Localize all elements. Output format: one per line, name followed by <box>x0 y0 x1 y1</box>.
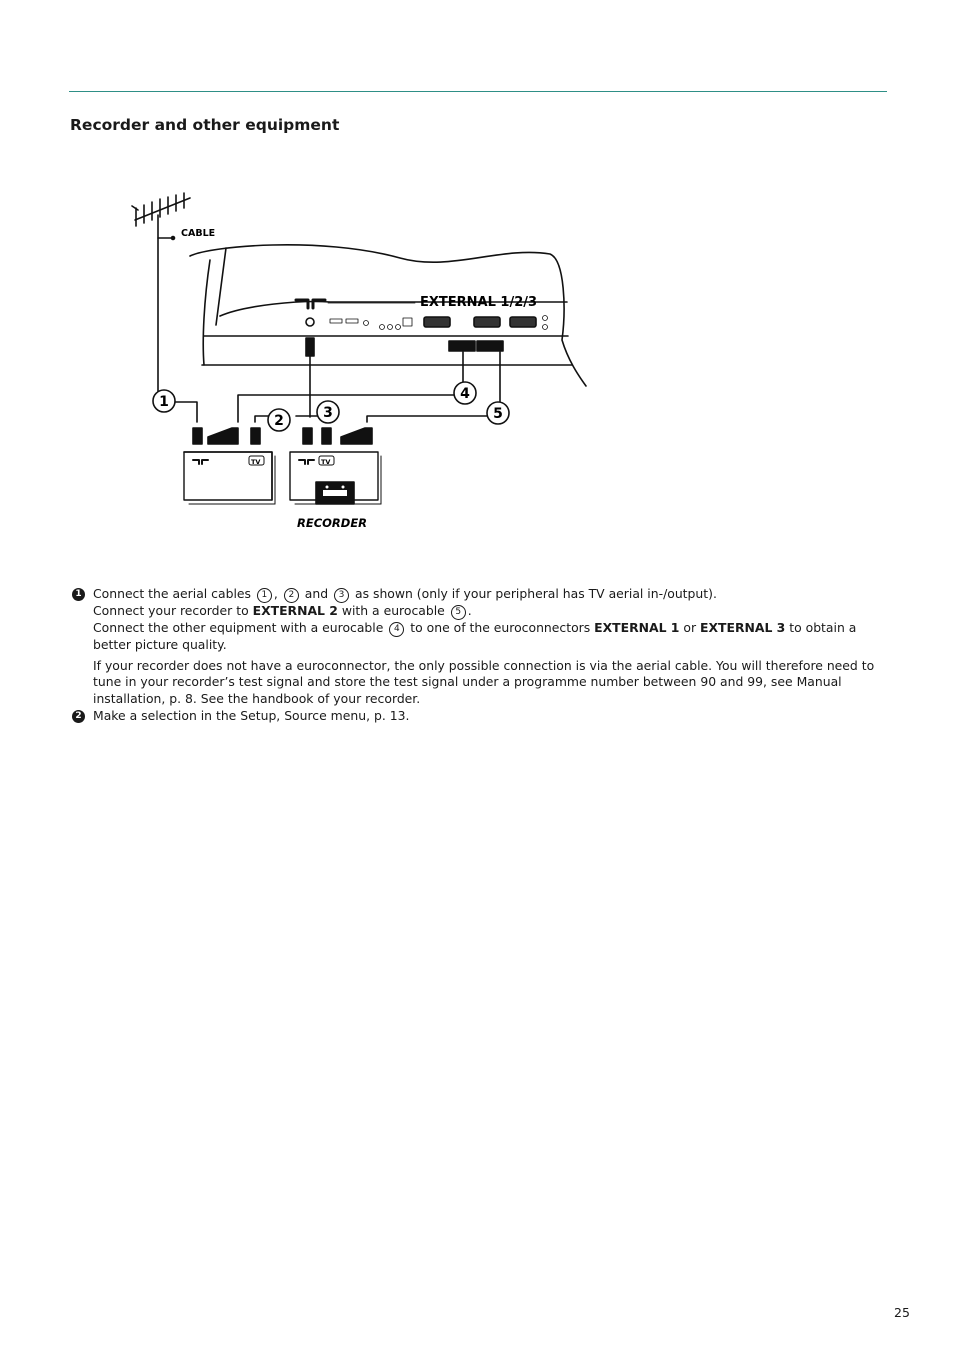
callout-5: 5 <box>493 406 503 422</box>
step-number: 2 <box>72 710 85 723</box>
antenna-icon <box>131 192 191 403</box>
callout-ref-5: 5 <box>450 605 466 620</box>
step-1: 1 Connect the aerial cables 1, 2 and 3 a… <box>72 586 880 707</box>
callout-1: 1 <box>159 394 169 410</box>
callout-4: 4 <box>460 386 470 402</box>
callout-ref-1: 1 <box>256 588 272 603</box>
callout-3: 3 <box>323 405 333 421</box>
external-label: EXTERNAL 1/2/3 <box>420 295 537 310</box>
recorder-label: RECORDER <box>297 516 367 530</box>
tv-badge: TV <box>321 458 330 466</box>
aerial-plug-icon <box>192 427 373 445</box>
cable-label: CABLE <box>181 228 215 239</box>
step-2: 2 Make a selection in the Setup, Source … <box>72 708 880 724</box>
callout-ref-2: 2 <box>283 588 299 603</box>
step-number: 1 <box>72 588 85 601</box>
step-1-line-1: Connect the aerial cables 1, 2 and 3 as … <box>93 586 717 603</box>
step-1-line-3: Connect the other equipment with a euroc… <box>93 620 857 652</box>
step-1-line-2: Connect your recorder to EXTERNAL 2 with… <box>93 603 472 620</box>
tv-rear-panel <box>189 244 587 387</box>
scart-plug-icon <box>305 337 504 357</box>
recorder-box <box>289 451 382 505</box>
header-rule <box>69 91 887 92</box>
callout-ref-3: 3 <box>334 588 350 603</box>
connection-diagram: CABLE EXTERNAL 1/2/3 RECORDER TV TV 1 2 … <box>131 192 587 530</box>
step-2-text: Make a selection in the Setup, Source me… <box>93 708 410 723</box>
page-title: Recorder and other equipment <box>70 116 340 134</box>
step-1-note: If your recorder does not have a eurocon… <box>93 658 875 706</box>
device-box <box>183 451 276 505</box>
tv-logo-icon <box>294 298 327 310</box>
tv-badge: TV <box>251 458 260 466</box>
page-number: 25 <box>894 1305 910 1320</box>
callout-2: 2 <box>274 413 284 429</box>
callout-ref-4: 4 <box>389 622 405 637</box>
